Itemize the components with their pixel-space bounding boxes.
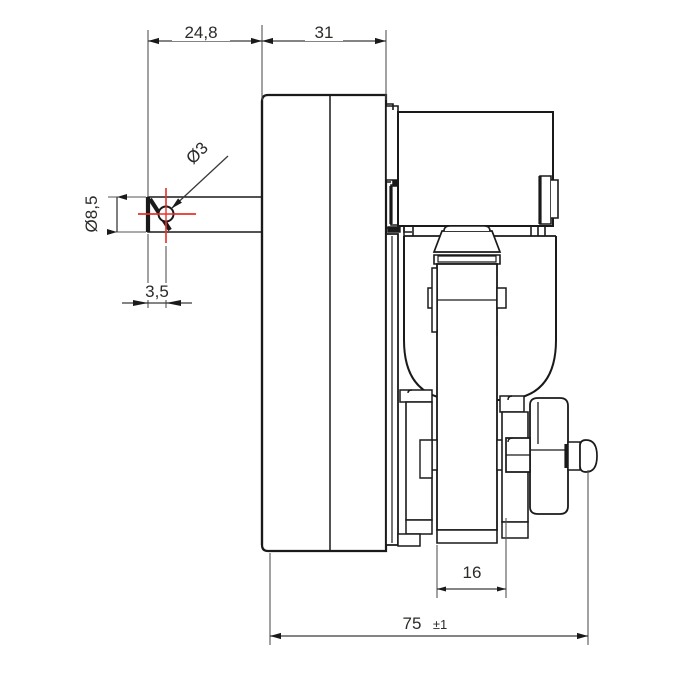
centerlines-over-hole xyxy=(138,188,196,243)
dim-text-bg-3-5 xyxy=(136,283,180,300)
housing-interface xyxy=(385,103,402,233)
dimension-3-5: 3,5 xyxy=(122,234,192,308)
dimension-31: 31 xyxy=(262,23,386,45)
dimension-75: 75 ±1 xyxy=(269,470,589,645)
motor-housing xyxy=(397,111,559,241)
dim-text-bg-75 xyxy=(398,614,460,632)
lower-left-bracket xyxy=(397,389,433,547)
dim-label-16: 16 xyxy=(463,563,482,582)
dim-label-31: 31 xyxy=(315,23,334,42)
dim-label-dia-8-5: Ø8,5 xyxy=(82,196,101,233)
dimension-top-group: 24,8 31 xyxy=(147,23,387,196)
dim-arrow-3-5-right xyxy=(166,300,181,306)
dim-arrow-3-5-left xyxy=(133,300,148,306)
dim-text-bg-24-8 xyxy=(172,23,230,41)
swivel-cap xyxy=(529,397,598,515)
part-geometry xyxy=(145,93,598,553)
dim-label-3-5: 3,5 xyxy=(145,282,169,301)
dim-text-bg-16 xyxy=(455,562,489,580)
barrel-ribs xyxy=(436,330,498,336)
flange-column xyxy=(385,233,399,546)
dimension-16: 16 xyxy=(436,518,507,598)
dim-label-24-8: 24,8 xyxy=(184,23,217,42)
dimension-24-8: 24,8 xyxy=(148,23,262,45)
locking-nut xyxy=(505,437,531,473)
leader-line-dia-3 xyxy=(171,155,229,209)
dimension-dia-8-5: Ø8,5 xyxy=(82,194,146,235)
pinion-spindle xyxy=(427,225,507,544)
dim-label-75-tolerance: ±1 xyxy=(433,617,447,632)
dim-label-75: 75 xyxy=(403,614,422,633)
dim-text-bg-31 xyxy=(305,23,343,41)
gearbox-body xyxy=(260,93,388,553)
